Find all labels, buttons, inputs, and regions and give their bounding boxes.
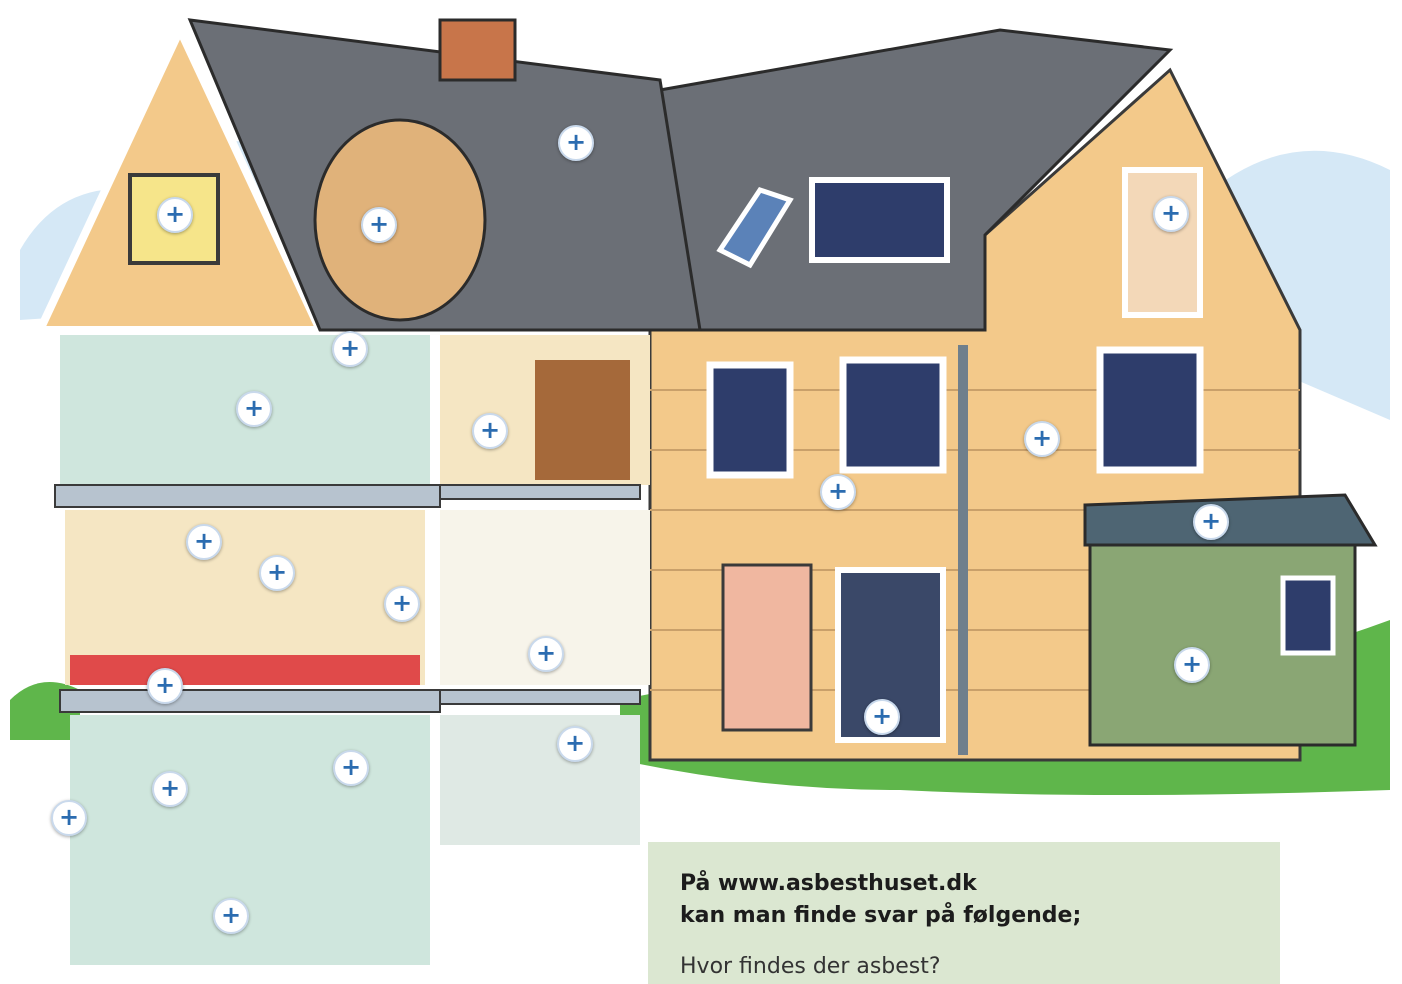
hotspot-kitchen-wall[interactable]: +: [384, 586, 420, 622]
info-question: Hvor findes der asbest?: [680, 954, 941, 979]
attic-cutaway: [313, 118, 487, 322]
hotspot-boiler[interactable]: +: [152, 771, 188, 807]
window-3: [1096, 346, 1204, 474]
chimney: [438, 18, 517, 82]
front-door: [721, 563, 813, 732]
hotspot-attic[interactable]: +: [361, 207, 397, 243]
hotspot-window-frame[interactable]: +: [820, 474, 856, 510]
hotspot-pipes[interactable]: +: [51, 800, 87, 836]
window-2: [839, 356, 947, 474]
hotspot-basement-floor[interactable]: +: [213, 898, 249, 934]
hotspot-kitchen-hood[interactable]: +: [259, 555, 295, 591]
hotspot-attic-window[interactable]: +: [157, 197, 193, 233]
shed-window: [1280, 575, 1336, 656]
hotspot-fireplace[interactable]: +: [472, 413, 508, 449]
floor-slabs: [54, 484, 641, 713]
skylight: [716, 187, 794, 269]
window-1: [706, 361, 794, 479]
kitchen-counter: [70, 655, 420, 685]
basement: [70, 715, 430, 965]
hotspot-bathroom[interactable]: +: [236, 391, 272, 427]
hotspot-basement-ceiling[interactable]: +: [333, 750, 369, 786]
hotspot-utility-wall[interactable]: +: [557, 726, 593, 762]
bookshelf: [535, 360, 630, 480]
info-intro-line: kan man finde svar på følgende;: [680, 903, 1082, 928]
utility-room: [440, 715, 640, 845]
hotspot-stairs[interactable]: +: [528, 636, 564, 672]
info-box: På www.asbesthuset.dk kan man finde svar…: [648, 842, 1280, 984]
shed-roof: [1083, 493, 1378, 547]
dormer-window: [809, 177, 950, 263]
hotspot-shed-wall[interactable]: +: [1174, 647, 1210, 683]
hotspot-upper-window[interactable]: +: [1153, 196, 1189, 232]
info-website-line: På www.asbesthuset.dk: [680, 871, 977, 896]
sky-cloud-right: [1200, 150, 1390, 420]
hotspot-facade[interactable]: +: [1024, 421, 1060, 457]
hotspot-roof[interactable]: +: [558, 125, 594, 161]
hotspot-shed-roof[interactable]: +: [1193, 504, 1229, 540]
hotspot-ceiling-vent[interactable]: +: [332, 331, 368, 367]
hotspot-ceiling[interactable]: +: [186, 524, 222, 560]
downpipe: [958, 345, 968, 755]
hotspot-window-sill[interactable]: +: [864, 699, 900, 735]
hotspot-kitchen-floor[interactable]: +: [147, 668, 183, 704]
window-upper: [1122, 167, 1203, 318]
